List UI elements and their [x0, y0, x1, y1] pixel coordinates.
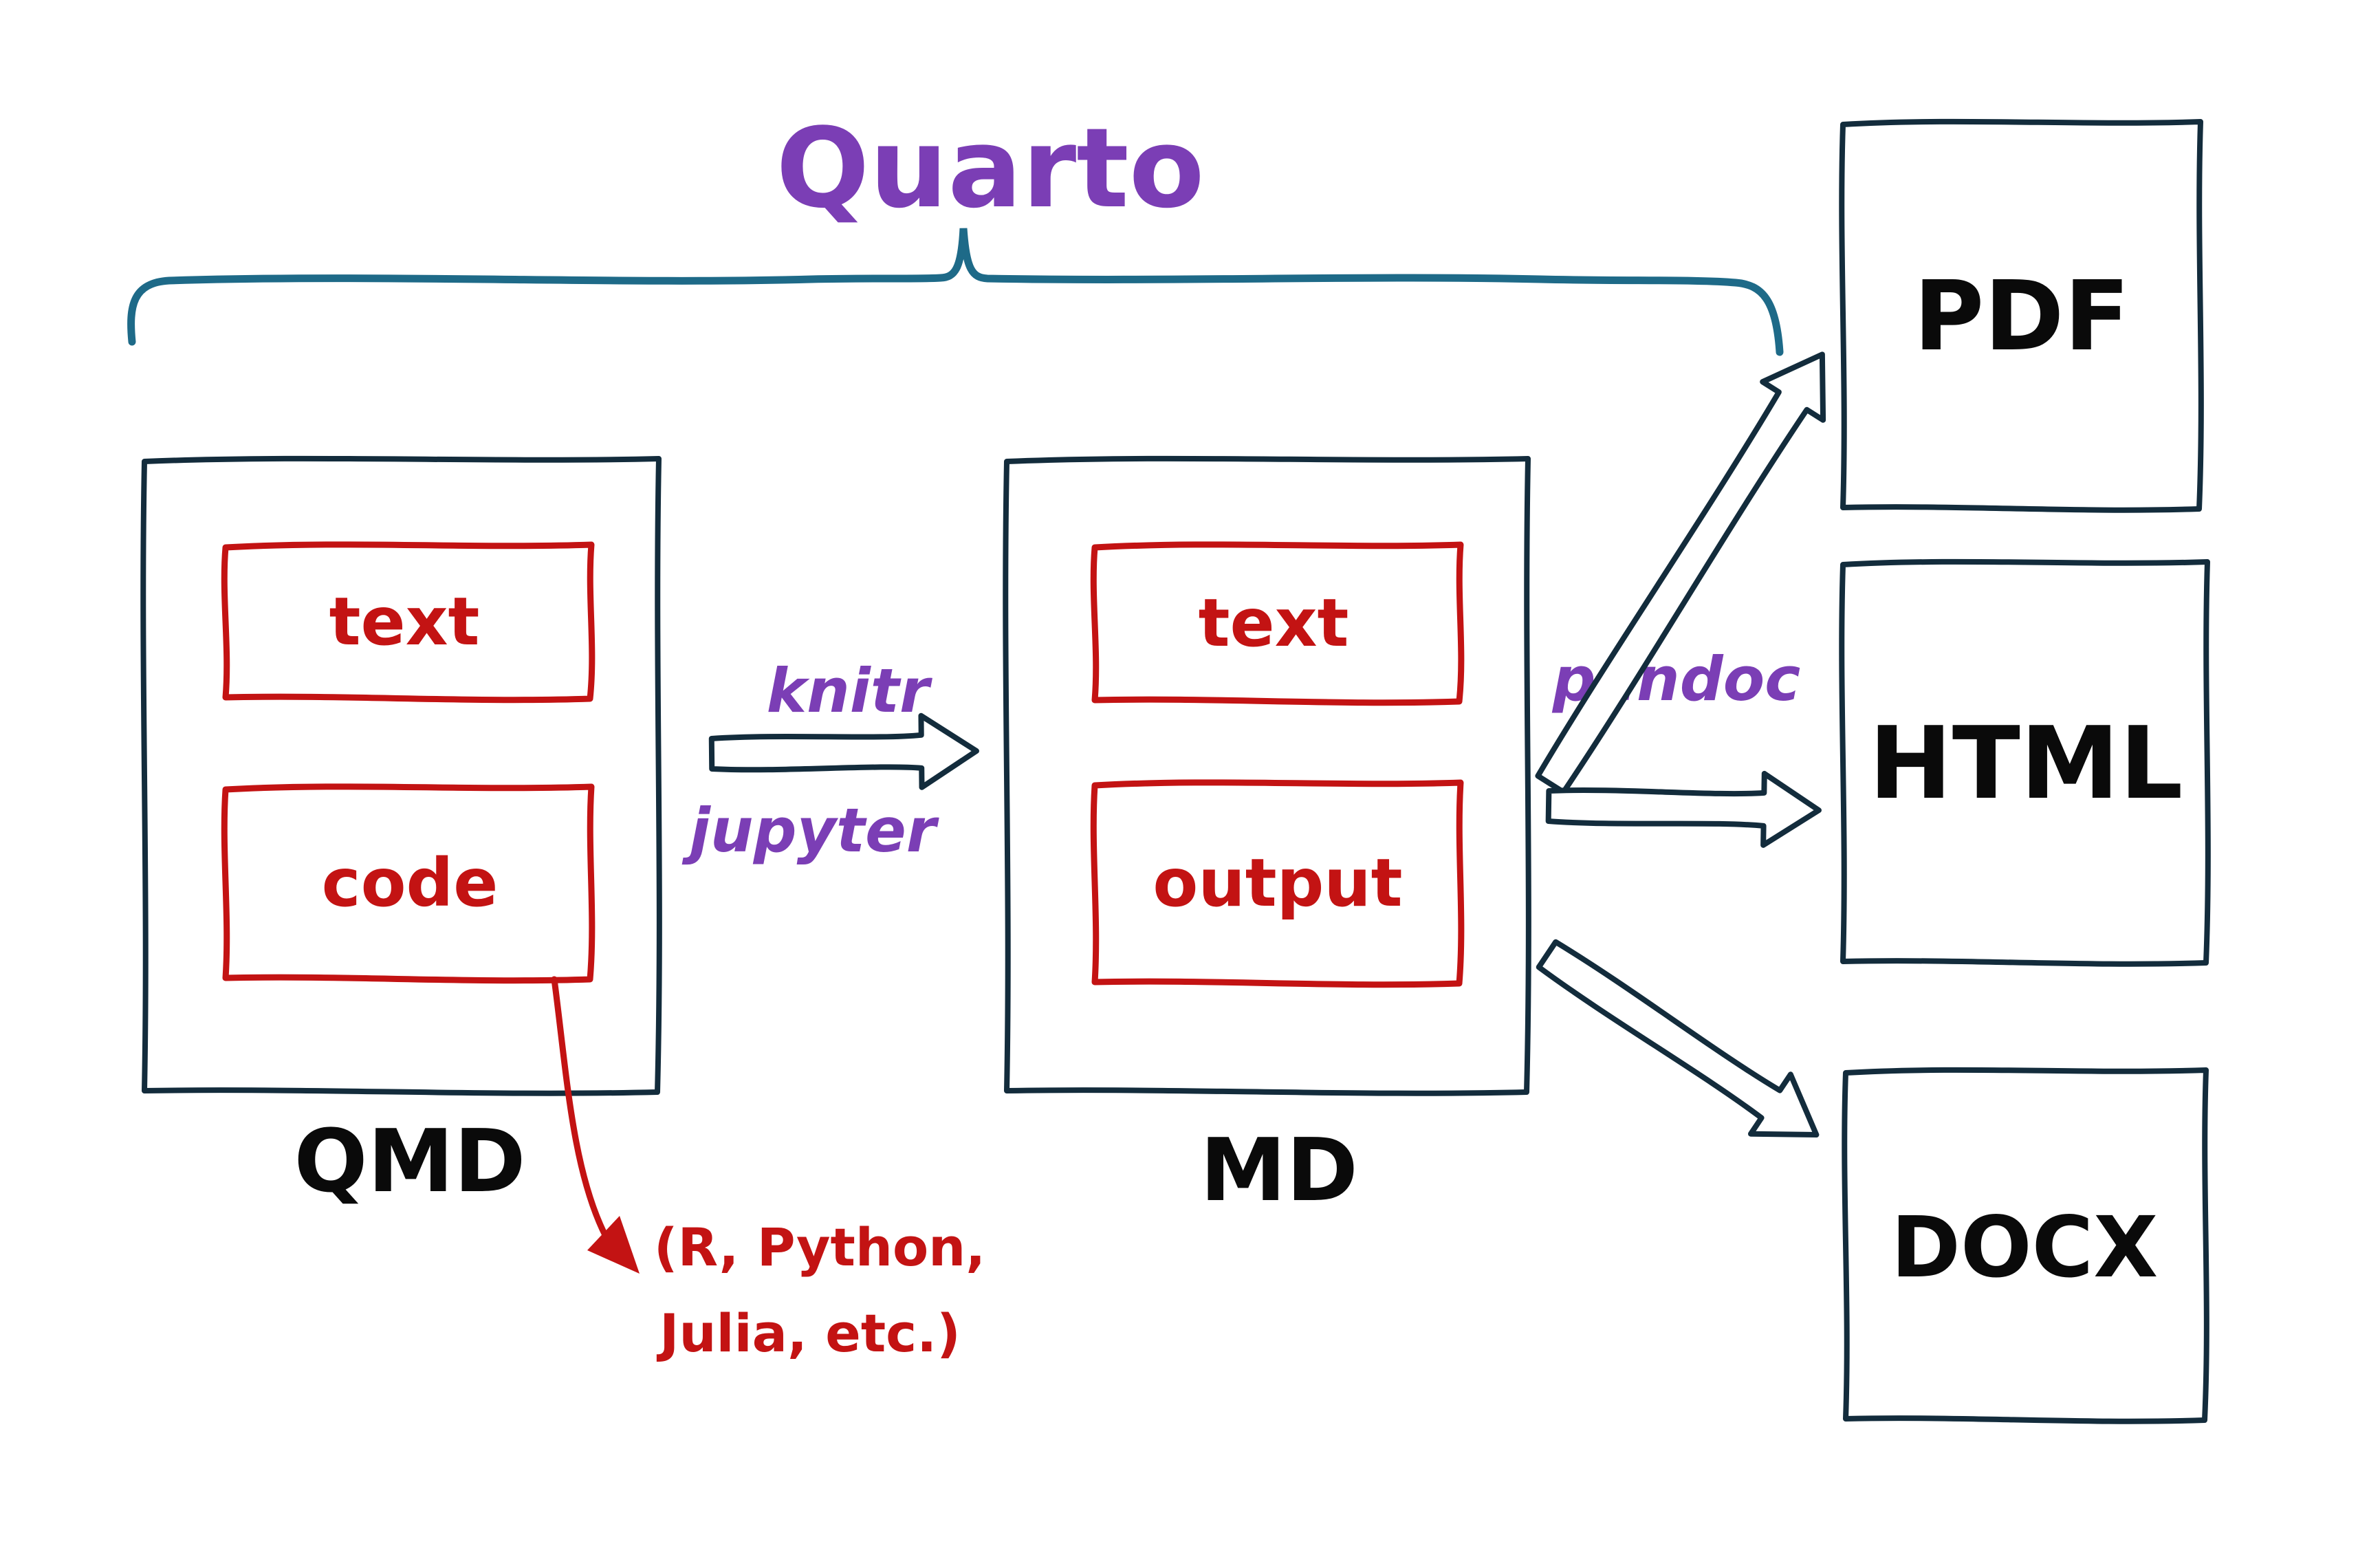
code-languages-note-line1: (R, Python, [654, 1217, 985, 1278]
knitr-label: knitr [767, 655, 932, 726]
quarto-brace-icon [127, 228, 1784, 356]
qmd-text-label: text [329, 583, 480, 660]
qmd-code-label: code [322, 845, 499, 922]
docx-label: DOCX [1891, 1199, 2159, 1296]
code-languages-arrowhead-icon [587, 1216, 640, 1274]
md-to-docx-arrow-icon [1536, 939, 1820, 1138]
code-languages-note-line2: Julia, etc.) [656, 1303, 961, 1364]
md-to-html-arrow-icon [1545, 770, 1822, 848]
knitr-jupyter-arrow-icon [708, 712, 979, 790]
md-text-label: text [1199, 585, 1349, 662]
md-box [1003, 455, 1531, 1096]
html-box [1839, 558, 2211, 967]
jupyter-label: jupyter [681, 795, 939, 866]
md-output-label: output [1153, 845, 1402, 922]
diagram-title: Quarto [776, 104, 1204, 232]
qmd-text-block [221, 541, 596, 704]
qmd-box [140, 455, 662, 1096]
md-text-block [1090, 541, 1465, 706]
qmd-label: QMD [294, 1111, 525, 1212]
html-label: HTML [1869, 706, 2183, 822]
pdf-label: PDF [1914, 261, 2130, 373]
qmd-code-block [221, 783, 596, 984]
md-output-block [1090, 779, 1465, 988]
md-label: MD [1200, 1120, 1358, 1221]
code-languages-arrow-icon [551, 976, 609, 1239]
pdf-box [1839, 118, 2204, 513]
md-to-pdf-arrow-icon [1535, 351, 1826, 795]
docx-box [1842, 1067, 2209, 1424]
